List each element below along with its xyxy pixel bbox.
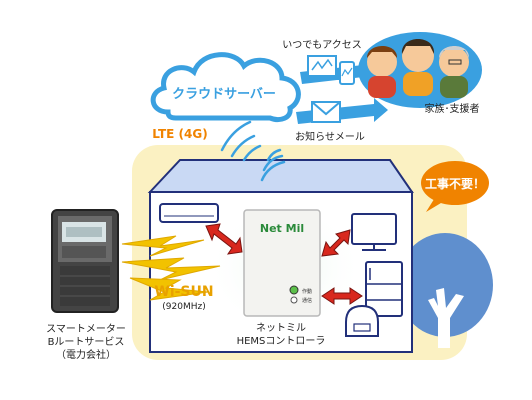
controller-led1-label: 作動 [302, 288, 312, 295]
cloud-label: クラウドサーバー [172, 87, 276, 102]
control-arrows [205, 223, 363, 305]
controller-led2-label: 通信 [302, 297, 312, 304]
family-illustration [358, 32, 482, 108]
meter-label-line2: Bルートサービス [48, 336, 125, 348]
tv-icon [351, 213, 397, 251]
wisun-frequency: (920MHz) [162, 302, 205, 312]
controller-label-line2: HEMSコントローラ [237, 335, 326, 347]
cloud-server [150, 52, 301, 123]
hems-controller-device [243, 209, 321, 317]
wisun-label: Wi-SUN [154, 284, 213, 300]
family-label: 家族･支援者 [425, 102, 480, 115]
smart-meter-illustration [51, 209, 119, 313]
notify-label: お知らせメール [295, 130, 365, 143]
refrigerator-icon [365, 261, 403, 317]
access-label: いつでもアクセス [282, 39, 362, 51]
notify-arrow [296, 98, 388, 124]
lte-label: LTE (4G) [152, 127, 207, 141]
laptop-icon [304, 55, 340, 80]
no-construction-badge [421, 161, 489, 212]
rice-cooker-icon [345, 304, 379, 337]
lte-signal-waves [220, 120, 286, 182]
fridge-arrow [321, 287, 363, 305]
air-conditioner-icon [159, 203, 219, 223]
meter-label-line1: スマートメーター [46, 323, 126, 335]
mail-icon [311, 101, 341, 123]
smartphone-icon [339, 61, 355, 85]
aircon-arrow [205, 223, 243, 255]
controller-logo: Net Mil [260, 222, 304, 235]
tree-illustration [397, 233, 493, 348]
no-construction-label: 工事不要！ [425, 176, 485, 191]
wisun-signal-bolts [121, 235, 221, 301]
tv-arrow [321, 229, 351, 257]
controller-label-line1: ネットミル [256, 322, 306, 334]
meter-label-line3: （電力会社） [56, 348, 116, 361]
